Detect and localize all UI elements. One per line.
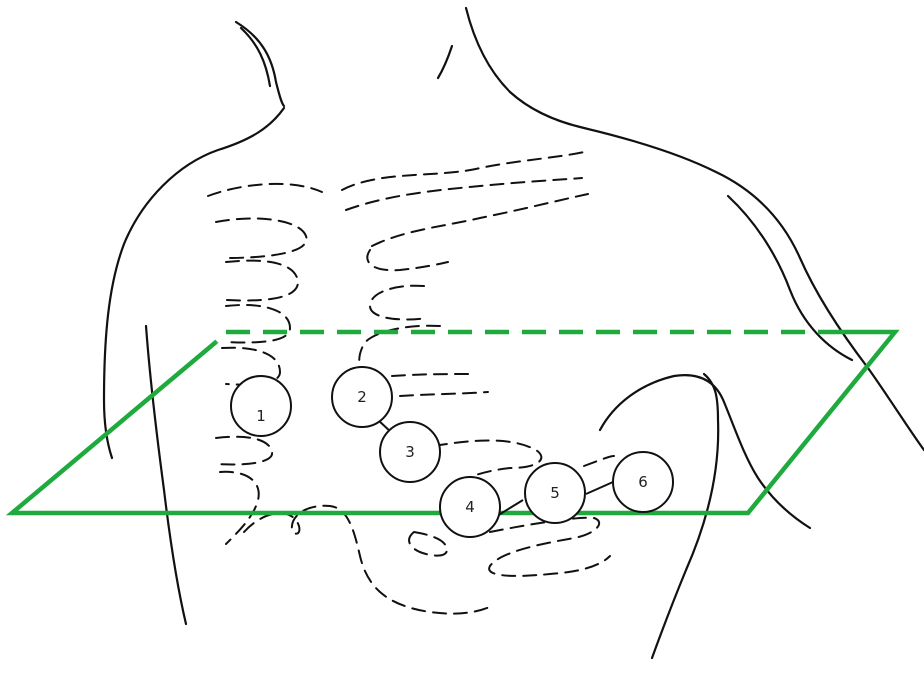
- right-rib-4: [370, 286, 428, 320]
- electrode-label: 4: [465, 498, 475, 516]
- electrode-label: 6: [638, 473, 648, 491]
- right-rib-10: [584, 456, 614, 466]
- left-rib-3: [226, 305, 290, 343]
- electrode-label: 2: [357, 388, 367, 406]
- electrode-circle: [231, 376, 291, 436]
- right-rib-2: [372, 194, 588, 246]
- left-rib-6: [220, 472, 259, 544]
- right-arm-contour: [652, 374, 718, 658]
- electrode-5: 5: [525, 463, 585, 523]
- right-rib-8: [434, 441, 541, 481]
- right-rib-7: [400, 392, 488, 396]
- electrode-label: 1: [256, 407, 266, 425]
- electrode-4: 4: [440, 477, 500, 537]
- left-rib-1: [216, 218, 306, 258]
- left-rib-5: [216, 437, 272, 465]
- left-rib-2: [226, 261, 298, 301]
- right-clavicle-rib: [342, 152, 584, 190]
- electrode-label: 3: [405, 443, 415, 461]
- electrode-2: 2: [332, 367, 392, 427]
- plane-dashed-edge: [216, 332, 842, 342]
- electrode-3: 3: [380, 422, 440, 482]
- throat-mark: [438, 46, 452, 78]
- right-rib-9: [489, 518, 610, 576]
- electrode-6: 6: [613, 452, 673, 512]
- right-rib-3: [367, 250, 448, 270]
- electrode-1: 1: [231, 376, 291, 436]
- connector-5-6: [586, 482, 613, 494]
- right-shoulder-inner-contour: [728, 196, 852, 360]
- right-rib-6: [392, 374, 472, 376]
- electrode-label: 5: [550, 484, 560, 502]
- left-clavicle-rib: [208, 184, 322, 196]
- xiphoid-loop: [409, 532, 447, 556]
- right-rib-1: [346, 178, 582, 210]
- neck-left-contour: [236, 22, 284, 106]
